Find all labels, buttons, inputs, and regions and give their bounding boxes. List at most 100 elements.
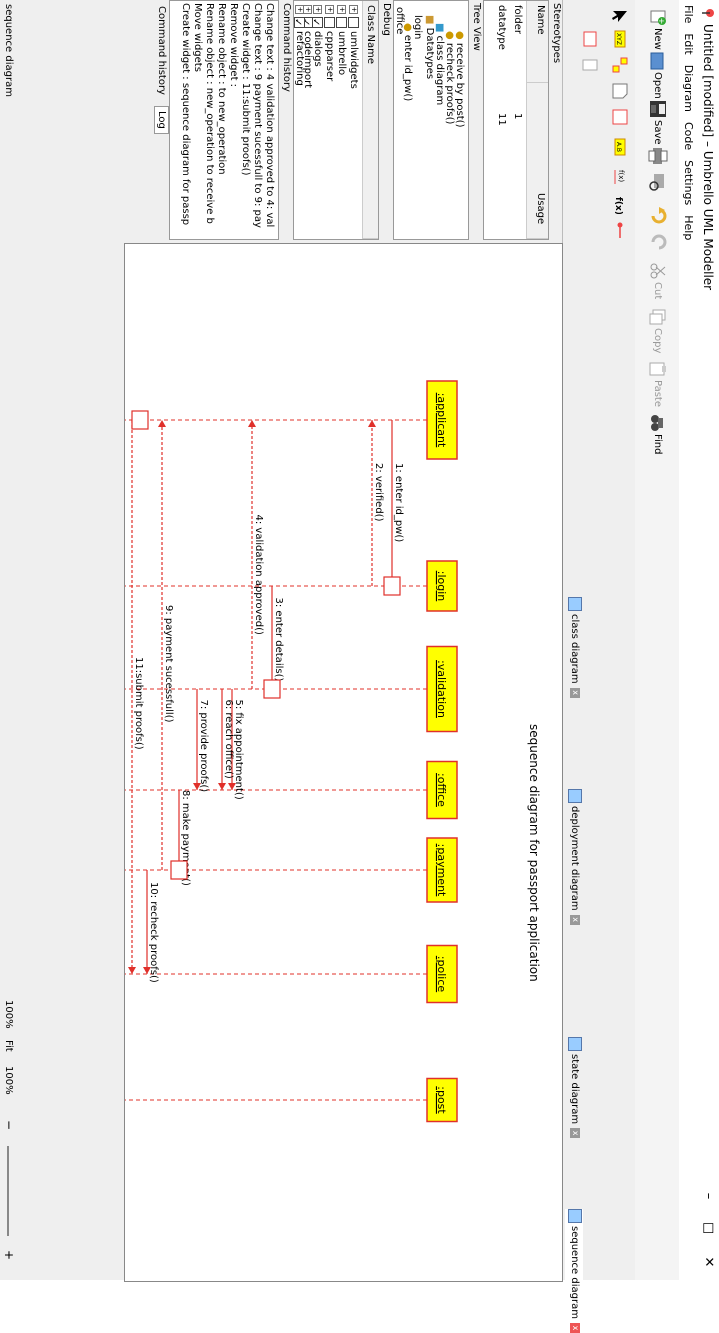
tree-item[interactable]: ■ Datatypes xyxy=(424,15,435,80)
lifeline-object[interactable]: :login xyxy=(426,560,458,612)
message-arrow[interactable]: 5: fix appointment() xyxy=(228,689,244,800)
lifeline-object[interactable]: :police xyxy=(426,944,458,1004)
history-item[interactable]: Remove widget : xyxy=(228,3,239,88)
debug-item[interactable]: +umlwidgets xyxy=(348,5,360,89)
activation-icon[interactable] xyxy=(581,56,599,74)
maximize-button[interactable]: □ xyxy=(701,1221,716,1235)
new-button[interactable]: + New xyxy=(637,6,677,50)
zoom-in-icon[interactable]: + xyxy=(2,1250,16,1261)
tab-command-history[interactable]: Command history xyxy=(156,6,167,95)
history-item[interactable]: Create widget : 11:submit proofs() xyxy=(240,3,251,176)
svg-text:+: + xyxy=(657,18,666,25)
menu-settings[interactable]: Settings xyxy=(682,160,695,206)
redo-icon[interactable] xyxy=(647,232,669,252)
message-arrow[interactable]: 6: reach office() xyxy=(218,689,234,790)
menu-help[interactable]: Help xyxy=(682,215,695,241)
undo-icon[interactable] xyxy=(647,206,669,226)
tree-item[interactable]: office xyxy=(394,7,405,35)
stereotypes-dock: Stereotypes Name Usage folder 1 datatype… xyxy=(483,0,563,240)
message-arrow[interactable]: 1: enter id_pw() xyxy=(388,420,404,586)
xyz-object-icon[interactable] xyxy=(581,30,599,48)
menu-diagram[interactable]: Diagram xyxy=(682,64,695,112)
anchor-icon[interactable]: A.B xyxy=(611,138,629,156)
menu-edit[interactable]: Edit xyxy=(682,33,695,55)
history-item[interactable]: Change text : 9 payment sucessfull to 9:… xyxy=(252,3,263,228)
find-button[interactable]: Find xyxy=(637,412,677,456)
message-arrow[interactable]: 2: verified() xyxy=(368,420,384,586)
activation-box[interactable] xyxy=(263,679,281,699)
title-bar: Untitled [modified] – Umbrello UML Model… xyxy=(696,0,719,1280)
minimize-button[interactable]: – xyxy=(701,1192,716,1200)
stereotype-row-name[interactable]: datatype xyxy=(496,5,507,50)
tree-view-title: Tree View xyxy=(471,3,482,51)
close-button[interactable]: ✕ xyxy=(701,1256,716,1268)
message-arrow[interactable]: 10: recheck proofs() xyxy=(143,870,159,983)
lifeline-object[interactable]: :post xyxy=(426,1077,458,1123)
message-arrow[interactable]: 11:submit proofs() xyxy=(128,420,144,974)
debug-item[interactable]: +cppparser xyxy=(324,5,336,82)
history-item[interactable]: Rename object : new_operation to receive… xyxy=(204,3,215,224)
debug-title: Debug xyxy=(381,3,392,36)
debug-dock: Debug Class Name +umlwidgets +umbrello +… xyxy=(293,0,393,240)
save-icon xyxy=(650,101,666,117)
stereotype-row-usage: 1 xyxy=(512,113,523,120)
message-arrow[interactable]: 3: enter details() xyxy=(268,586,284,689)
message-found-icon[interactable] xyxy=(611,222,629,240)
save-button[interactable]: Save xyxy=(637,98,677,145)
combined-fragment-icon[interactable] xyxy=(611,108,629,126)
lifeline-object[interactable]: :validation xyxy=(426,645,458,733)
stereotype-row-name[interactable]: folder xyxy=(512,5,523,35)
message-arrow[interactable]: 7: provide proofs() xyxy=(193,689,209,792)
debug-item[interactable]: +umbrello xyxy=(336,5,348,76)
history-item[interactable]: Change text : 4 validation approved to 4… xyxy=(264,3,275,228)
menu-code[interactable]: Code xyxy=(682,121,695,151)
message-sync-icon[interactable] xyxy=(611,56,629,74)
print-icon[interactable] xyxy=(647,146,669,166)
end-of-life-icon[interactable]: f(x) xyxy=(611,196,629,214)
tree-item[interactable]: ● enter id_pw() xyxy=(402,23,413,102)
stereotypes-col-usage[interactable]: Usage xyxy=(526,83,548,239)
zoom-100-button[interactable]: 100% xyxy=(3,1066,14,1095)
print-preview-icon[interactable] xyxy=(647,172,669,192)
diagram-canvas[interactable]: sequence diagram for passport applicatio… xyxy=(57,243,563,1282)
activation-box[interactable] xyxy=(383,576,401,596)
stereotypes-col-name[interactable]: Name xyxy=(526,1,548,83)
message-arrow[interactable]: 4: validation approved() xyxy=(248,420,264,689)
binoculars-icon xyxy=(651,415,663,431)
message-arrow[interactable]: 9: payment sucessfull() xyxy=(158,420,174,870)
umbrello-app-icon xyxy=(702,9,714,17)
cut-button[interactable]: Cut xyxy=(637,260,677,300)
zoom-out-icon[interactable]: − xyxy=(2,1120,16,1131)
tab-deployment-diagram[interactable]: deployment diagramx xyxy=(565,789,583,925)
select-arrow-icon[interactable] xyxy=(611,8,629,26)
history-item[interactable]: Move widgets xyxy=(192,3,203,72)
tab-sequence-diagram[interactable]: sequence diagramx xyxy=(565,1209,583,1333)
tab-close-icon[interactable]: x xyxy=(570,1322,580,1333)
tab-close-icon[interactable]: x xyxy=(570,914,580,925)
activation-box[interactable] xyxy=(170,860,188,880)
debug-col-class-name[interactable]: Class Name xyxy=(362,1,378,239)
note-icon[interactable] xyxy=(611,82,629,100)
menu-file[interactable]: File xyxy=(682,5,695,24)
history-item[interactable]: Rename object : to new_operation xyxy=(216,3,227,175)
tab-state-diagram[interactable]: state diagramx xyxy=(565,1037,583,1139)
debug-item[interactable]: +✓refactoring xyxy=(292,5,306,86)
history-item[interactable]: Create widget : sequence diagram for pas… xyxy=(180,3,191,226)
copy-button[interactable]: Copy xyxy=(637,306,677,353)
lifeline-object[interactable]: :office xyxy=(426,760,458,820)
lifeline-object[interactable]: :applicant xyxy=(426,380,458,460)
lifeline-object[interactable]: :payment xyxy=(426,837,458,903)
zoom-slider[interactable] xyxy=(7,1146,9,1236)
zoom-fit-button[interactable]: Fit xyxy=(3,1040,14,1052)
tab-class-diagram[interactable]: class diagramx xyxy=(565,597,583,698)
tab-close-icon[interactable]: x xyxy=(570,1128,580,1139)
open-button[interactable]: Open xyxy=(637,50,677,99)
message-label: 11:submit proofs() xyxy=(133,657,144,750)
tab-log[interactable]: Log xyxy=(154,106,169,134)
precondition-icon[interactable]: f(x) xyxy=(611,168,629,186)
activation-box[interactable] xyxy=(131,410,149,430)
tab-close-icon[interactable]: x xyxy=(570,687,580,698)
paste-button[interactable]: Paste xyxy=(637,358,677,407)
object-icon[interactable]: XYZ xyxy=(611,30,629,48)
